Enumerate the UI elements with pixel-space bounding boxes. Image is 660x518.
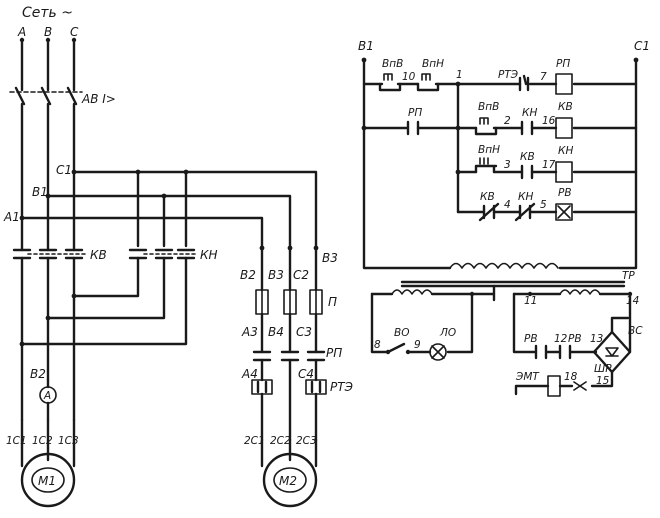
ammeter-icon: [39, 298, 76, 422]
row2-n16: 16: [542, 115, 556, 127]
b2-label: B2: [30, 367, 46, 381]
ctrl-left-node: B1: [358, 39, 374, 53]
m2-top-terminals: [259, 245, 319, 251]
overload-relay-icon: [251, 379, 327, 442]
ctrl-right-node: C1: [634, 39, 650, 53]
rect-n13: 13: [590, 333, 603, 345]
rect-n15: 15: [596, 375, 610, 387]
kv-label: КВ: [90, 248, 107, 262]
rect-shr: ШР: [594, 363, 612, 375]
bus-b1-label: B1: [32, 185, 48, 199]
motor-m2-label: M2: [279, 474, 297, 488]
motor-m1-icon: [20, 418, 76, 508]
breaker-label: АВ I>: [81, 92, 116, 106]
ctrl-row-1: [362, 73, 638, 95]
m2-b3: B3: [268, 268, 284, 282]
rect-n14: 14: [626, 295, 639, 307]
supply-buses: [19, 169, 318, 248]
transformer-icon: [400, 262, 626, 288]
row3-n3: 3: [504, 159, 511, 171]
control-rails: [361, 57, 639, 270]
row1-n10: 10: [402, 71, 416, 83]
row4-kn: КН: [518, 191, 533, 203]
phase-a-label: A: [17, 25, 26, 39]
kn-contacts: [19, 248, 199, 347]
kv-contacts: [12, 248, 89, 422]
lamp-n9: 9: [414, 339, 421, 351]
transformer-label: ТР: [622, 270, 635, 282]
bus-c1-label: C1: [56, 163, 72, 177]
m1-lead-2: 1C2: [32, 435, 53, 447]
m2-a2: B2: [240, 268, 256, 282]
kn-label: КН: [200, 248, 218, 262]
row1-rte: РТЭ: [498, 69, 519, 81]
rp-power-label: РП: [326, 346, 342, 360]
rect-n18: 18: [564, 371, 578, 383]
rectifier-circuit: [512, 289, 633, 397]
row4-n4: 4: [504, 199, 511, 211]
rect-vs: ВС: [628, 325, 643, 337]
row1-vpv: ВпВ: [382, 58, 403, 70]
breaker-switch: [9, 86, 83, 252]
m2-lead-2: 2C2: [270, 435, 291, 447]
rect-n11: 11: [524, 295, 537, 307]
rte-power-label: РТЭ: [330, 380, 354, 394]
ctrl-row-4: [456, 202, 638, 222]
row2-rp: РП: [408, 107, 422, 119]
rect-emt: ЭМТ: [515, 371, 540, 383]
row3-vpn: ВпН: [478, 144, 500, 156]
row3-n17: 17: [542, 159, 556, 171]
ammeter-label: A: [43, 390, 51, 402]
row4-kv: КВ: [480, 191, 495, 203]
row2-vpv: ВпВ: [478, 101, 499, 113]
row4-coil-rv: РВ: [558, 187, 572, 199]
lamp-n8: 8: [374, 339, 381, 351]
row1-vpn: ВпН: [422, 58, 444, 70]
ctrl-row-2: [361, 82, 638, 214]
ctrl-row-3: [455, 157, 638, 183]
m2-lead-1: 2C1: [244, 435, 265, 447]
m2-c4: C4: [298, 367, 314, 381]
m2-b4: B4: [268, 325, 284, 339]
m2-a3: A3: [241, 325, 258, 339]
row2-kn: КН: [522, 107, 537, 119]
m2-lead-3: 2C3: [296, 435, 317, 447]
bus-a1-label: A1: [3, 210, 20, 224]
rect-rv1: РВ: [524, 333, 538, 345]
network-title: Сеть ~: [22, 5, 73, 21]
row1-n7: 7: [540, 71, 547, 83]
m1-lead-1: 1C1: [6, 435, 27, 447]
lamp-switch-vo: ВО: [394, 327, 409, 339]
rect-n12: 12: [554, 333, 568, 345]
phase-c-label: C: [70, 25, 79, 39]
lamp-circuit: [370, 284, 496, 361]
phase-b-label: B: [44, 25, 52, 39]
row1-n1: 1: [456, 69, 463, 81]
row2-n2: 2: [504, 115, 511, 127]
lamp-lo: ЛО: [439, 327, 456, 339]
m2-top-b3: B3: [322, 251, 338, 265]
m1-lead-3: 1C3: [58, 435, 79, 447]
row4-n5: 5: [540, 199, 547, 211]
m2-a4: A4: [241, 367, 258, 381]
phase-lines: [19, 37, 77, 92]
m2-c2: C2: [293, 268, 309, 282]
rect-rv2: РВ: [568, 333, 582, 345]
m2-c3: C3: [296, 325, 312, 339]
rp-contacts: [252, 350, 326, 442]
fuse-label: П: [328, 295, 337, 309]
motor-m1-label: M1: [38, 474, 56, 488]
row3-coil-kn: КН: [558, 145, 573, 157]
motor-m2-icon: [260, 438, 318, 508]
row2-coil-kv: КВ: [558, 101, 573, 113]
fuse-block: [255, 248, 323, 354]
row3-kv: КВ: [520, 151, 535, 163]
row1-coil-rp: РП: [556, 58, 570, 70]
